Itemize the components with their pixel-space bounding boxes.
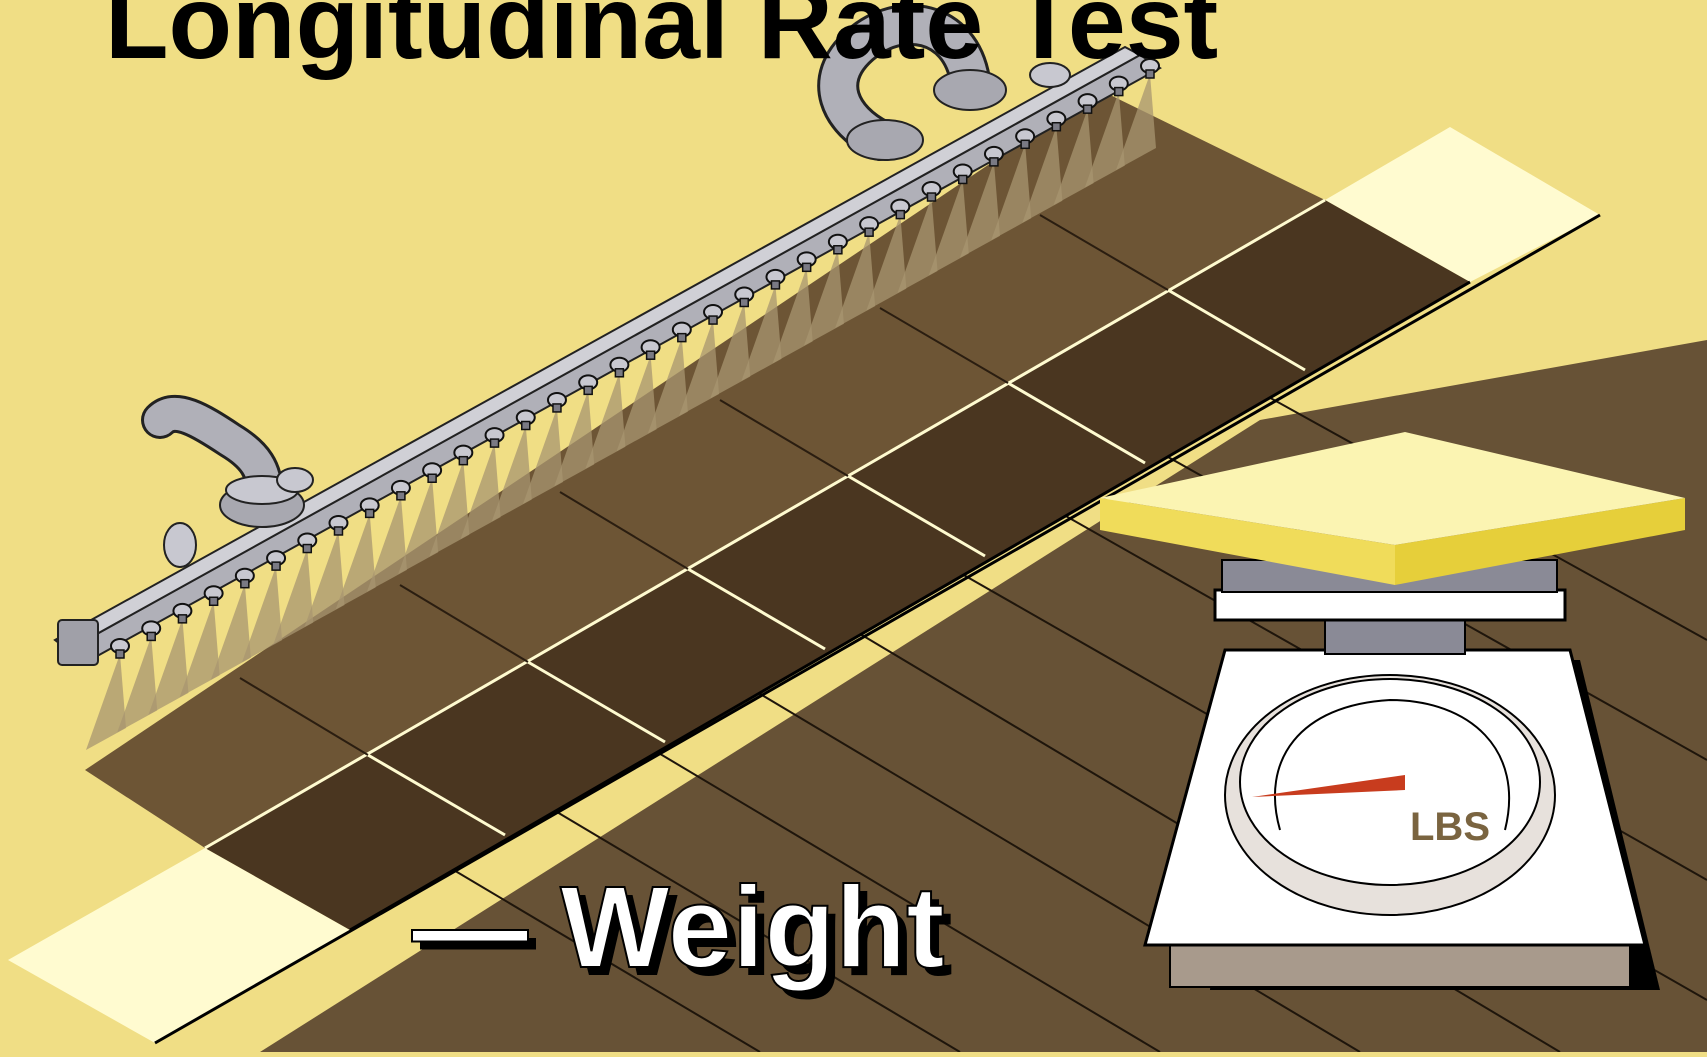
nozzle-icon bbox=[359, 497, 380, 519]
spray-fan bbox=[554, 390, 595, 487]
nozzle-icon bbox=[1046, 110, 1067, 132]
nozzle-icon bbox=[703, 304, 724, 325]
nozzle-icon bbox=[827, 233, 848, 255]
scale-neck bbox=[1324, 617, 1466, 655]
spray-fan bbox=[866, 214, 907, 311]
strip-upper bbox=[85, 90, 1325, 848]
boom-end-cap bbox=[57, 619, 99, 666]
scale-pan-side bbox=[1100, 498, 1395, 585]
test-strip bbox=[8, 90, 1601, 1045]
spray-fan bbox=[959, 161, 1000, 258]
nozzle-icon bbox=[671, 321, 692, 343]
nozzle-icon bbox=[890, 198, 911, 220]
nozzle-icon bbox=[1140, 58, 1160, 79]
spray-fan bbox=[647, 337, 688, 434]
spray-fan bbox=[1022, 126, 1063, 223]
spray-fan bbox=[710, 302, 751, 399]
spray-fan bbox=[991, 144, 1032, 241]
nozzle-icon bbox=[609, 356, 630, 378]
spray-fan bbox=[86, 654, 126, 750]
spray-fan bbox=[741, 284, 782, 381]
spray-fan bbox=[491, 425, 532, 522]
nozzle-icon bbox=[422, 462, 443, 483]
nozzle-icon bbox=[859, 216, 880, 237]
spray-fan bbox=[304, 530, 345, 627]
spray-fan bbox=[460, 443, 501, 540]
nozzle-icon bbox=[515, 409, 536, 431]
spray-fan bbox=[148, 618, 189, 715]
scale-pan-support bbox=[1213, 588, 1567, 622]
spray-fan bbox=[679, 320, 720, 417]
scale-base bbox=[1169, 944, 1631, 988]
spray-fan bbox=[335, 513, 376, 610]
spray-fan bbox=[429, 460, 470, 557]
spray-fan bbox=[772, 267, 813, 364]
spray-fan bbox=[398, 478, 439, 575]
spray-fan bbox=[835, 232, 876, 329]
scale-needle bbox=[1252, 775, 1405, 797]
nozzle-icon bbox=[297, 532, 318, 554]
spray-fan bbox=[803, 249, 844, 346]
nozzle-icon bbox=[546, 391, 567, 413]
nozzle-icon bbox=[983, 145, 1004, 167]
nozzle-icon bbox=[390, 479, 411, 501]
spray-fans bbox=[86, 74, 1156, 750]
spray-fan bbox=[585, 372, 626, 469]
nozzle-icon bbox=[110, 638, 130, 659]
scale-dial-arc bbox=[1274, 698, 1511, 831]
strip-edge-lines bbox=[154, 213, 1601, 1045]
weighing-scale-icon: LBS bbox=[1100, 432, 1685, 990]
spray-fan bbox=[522, 407, 563, 504]
spray-fan bbox=[179, 601, 220, 698]
nozzle-icon bbox=[484, 427, 505, 448]
nozzle-icon bbox=[640, 339, 661, 360]
spray-fan bbox=[210, 583, 251, 680]
nozzle-icon bbox=[453, 444, 474, 466]
spray-fan bbox=[928, 179, 969, 276]
spray-fan bbox=[273, 548, 314, 645]
spray-fan bbox=[366, 495, 407, 592]
strip-lower bbox=[205, 200, 1470, 930]
nozzle-icon bbox=[1015, 128, 1036, 150]
paper-end-right bbox=[1325, 127, 1600, 282]
nozzle-icon bbox=[1108, 75, 1129, 97]
nozzle-icon bbox=[765, 268, 786, 290]
nozzle-icon bbox=[141, 620, 162, 642]
upper-grid bbox=[239, 214, 1169, 756]
spray-fan bbox=[117, 636, 158, 733]
paper-end-left bbox=[8, 848, 350, 1043]
nozzle-icon bbox=[578, 374, 599, 396]
spray-fan bbox=[897, 197, 938, 294]
nozzle-icon bbox=[172, 602, 193, 624]
nozzle-icon bbox=[328, 514, 349, 536]
spray-fan bbox=[242, 566, 283, 663]
section-dividers bbox=[204, 198, 1326, 850]
spray-fan bbox=[616, 355, 657, 452]
title: Longitudinal Rate Test bbox=[105, 0, 1218, 81]
nozzle-icon bbox=[266, 550, 287, 571]
scale-unit-label: LBS bbox=[1410, 805, 1490, 849]
weight-label: — Weight bbox=[412, 862, 945, 992]
nozzle-icon bbox=[734, 286, 755, 308]
nozzle-icon bbox=[796, 251, 817, 273]
spray-fan bbox=[1053, 109, 1094, 206]
spray-fan bbox=[1084, 91, 1125, 188]
scale-pan bbox=[1100, 432, 1685, 545]
nozzle-icon bbox=[234, 567, 255, 589]
nozzle-row bbox=[110, 58, 1160, 659]
nozzle-icon bbox=[952, 163, 973, 185]
nozzle-icon bbox=[921, 181, 942, 202]
weight-label-shadow: — Weight bbox=[420, 870, 953, 1000]
spray-boom-icon bbox=[53, 3, 1162, 666]
nozzle-icon bbox=[1077, 93, 1098, 114]
nozzle-icon bbox=[203, 585, 224, 607]
spray-fan bbox=[1116, 74, 1156, 170]
